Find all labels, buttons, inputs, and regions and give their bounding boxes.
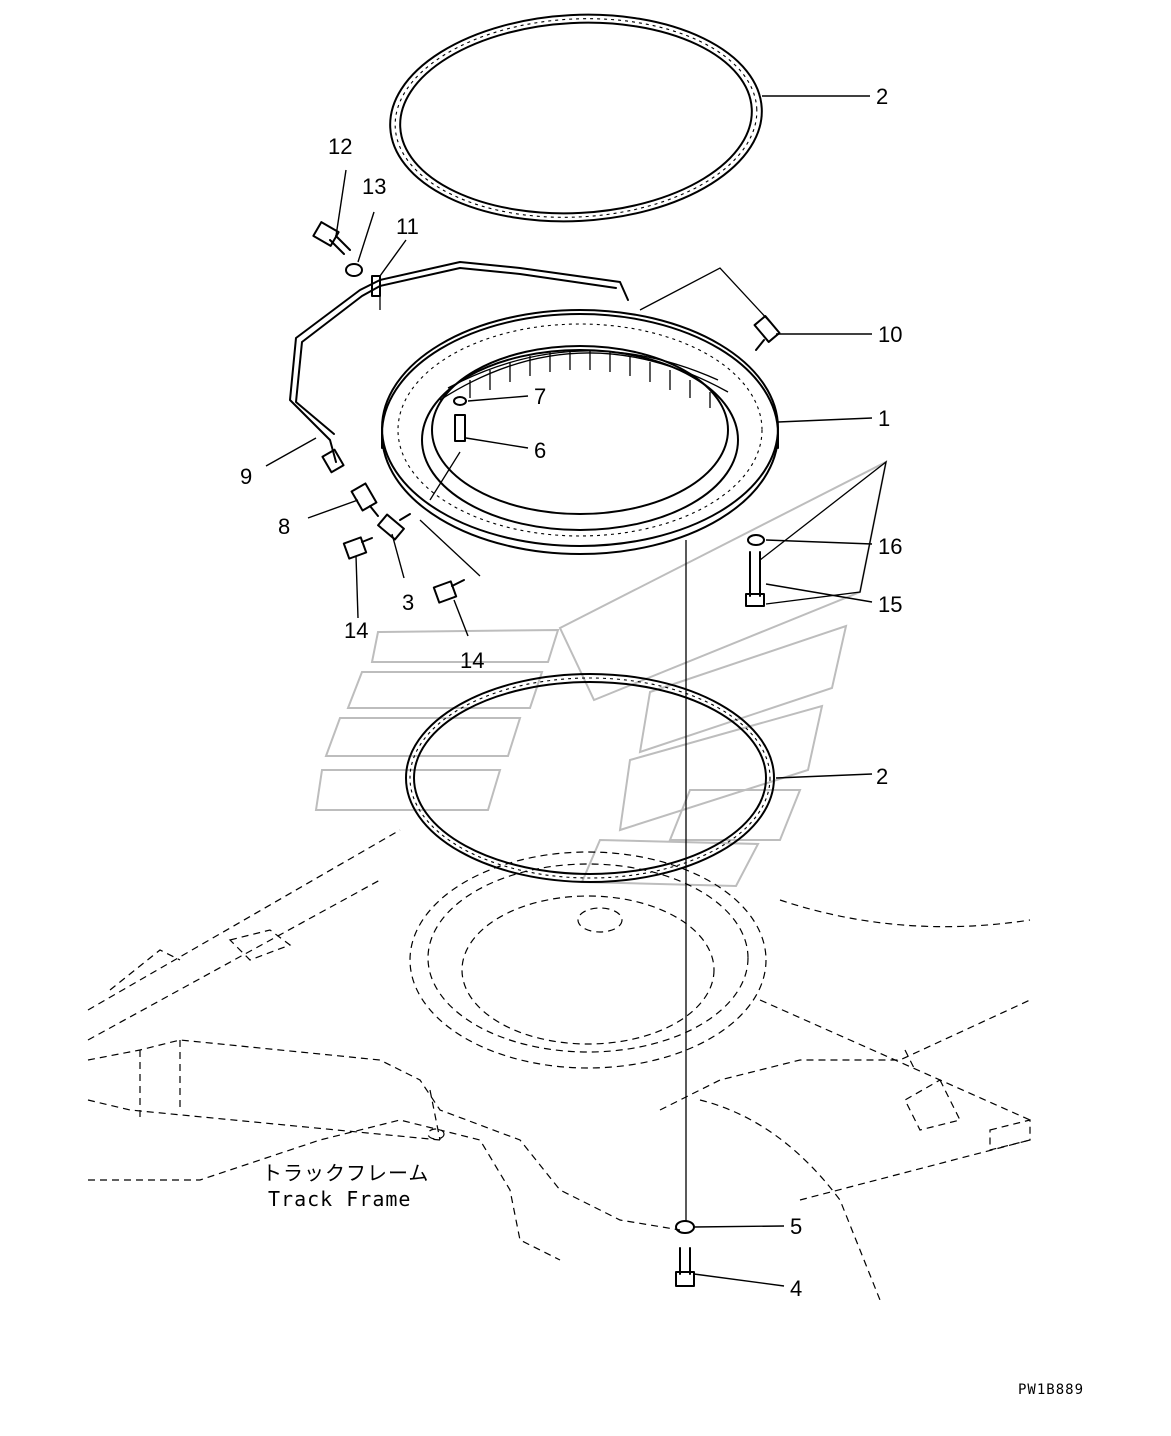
grease-nipple-14a — [342, 536, 373, 560]
frame-label-english: Track Frame — [268, 1187, 411, 1211]
callout-1: 1 — [878, 406, 890, 431]
callout-4: 4 — [790, 1276, 802, 1301]
grease-nipple-14b — [432, 579, 465, 604]
washer-13 — [345, 263, 363, 277]
track-frame — [87, 829, 1031, 1301]
alignment-lines — [379, 267, 887, 1222]
pin-6 — [454, 414, 466, 442]
bolt-12 — [312, 221, 351, 255]
callout-12: 12 — [328, 134, 352, 159]
callout-labels: 2 12 13 11 10 7 1 6 9 8 16 15 3 14 14 2 … — [240, 84, 902, 1301]
callout-2-upper: 2 — [876, 84, 888, 109]
callout-14-right: 14 — [460, 648, 484, 673]
callout-8: 8 — [278, 514, 290, 539]
leader-lines — [265, 95, 873, 1287]
frame-label-japanese: トラックフレーム — [262, 1161, 429, 1185]
callout-2-lower: 2 — [876, 764, 888, 789]
callout-10: 10 — [878, 322, 902, 347]
callout-15: 15 — [878, 592, 902, 617]
elbow-fitting-10 — [753, 315, 781, 351]
callout-5: 5 — [790, 1214, 802, 1239]
swing-circle — [381, 309, 779, 555]
drawing-code: PW1B889 — [1018, 1382, 1084, 1398]
callout-14-left: 14 — [344, 618, 368, 643]
callout-6: 6 — [534, 438, 546, 463]
callout-7: 7 — [534, 384, 546, 409]
bolt-15 — [745, 551, 765, 607]
callout-16: 16 — [878, 534, 902, 559]
plug-7 — [453, 396, 467, 406]
washer-16 — [747, 534, 765, 546]
ring-teeth — [469, 350, 711, 408]
seal-ring-lower — [405, 673, 775, 883]
callout-3: 3 — [402, 590, 414, 615]
grease-pipe — [289, 261, 629, 474]
washer-5 — [675, 1220, 695, 1234]
fitting-3 — [377, 513, 411, 541]
callout-11: 11 — [396, 214, 419, 239]
fitting-8 — [350, 482, 379, 517]
bolt-4 — [675, 1247, 695, 1287]
callout-13: 13 — [362, 174, 386, 199]
seal-ring-upper — [389, 13, 763, 223]
callout-9: 9 — [240, 464, 252, 489]
